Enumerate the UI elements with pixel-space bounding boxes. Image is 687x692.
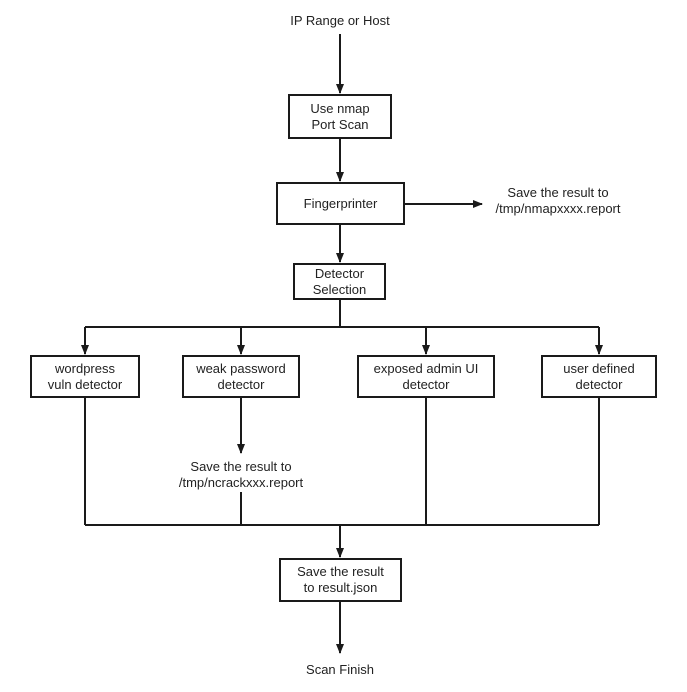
user-defined-detector-box: user defined detector	[541, 355, 657, 398]
nmap-port-scan-box: Use nmap Port Scan	[288, 94, 392, 139]
nmap-report-line-2: /tmp/nmapxxxx.report	[495, 201, 621, 216]
ncrack-report-line-1: Save the result to	[190, 459, 292, 474]
end-label: Scan Finish	[306, 662, 374, 677]
weak-password-line-1: weak password	[196, 360, 286, 376]
save-result-box: Save the result to result.json	[279, 558, 402, 602]
detector-selection-box: Detector Selection	[293, 263, 386, 300]
exposed-admin-detector-box: exposed admin UI detector	[357, 355, 495, 398]
user-defined-line-2: detector	[575, 376, 623, 392]
save-result-line-1: Save the result	[297, 564, 384, 579]
exposed-admin-line-1: exposed admin UI	[373, 360, 479, 376]
start-label: IP Range or Host	[290, 13, 390, 28]
wordpress-line-2: vuln detector	[47, 376, 123, 392]
nmap-line-1: Use nmap	[310, 100, 370, 116]
fingerprinter-label: Fingerprinter	[303, 195, 378, 211]
selection-line-2: Selection	[312, 281, 367, 297]
wordpress-detector-box: wordpress vuln detector	[30, 355, 140, 398]
weak-password-detector-box: weak password detector	[182, 355, 300, 398]
user-defined-line-1: user defined	[563, 360, 635, 376]
wordpress-line-1: wordpress	[55, 360, 115, 376]
fingerprinter-box: Fingerprinter	[276, 182, 405, 225]
nmap-line-2: Port Scan	[311, 116, 369, 132]
save-result-line-2: to result.json	[303, 580, 378, 595]
weak-password-line-2: detector	[217, 376, 265, 392]
nmap-report-label: Save the result to /tmp/nmapxxxx.report	[478, 185, 638, 217]
selection-line-1: Detector	[314, 265, 365, 281]
nmap-report-line-1: Save the result to	[507, 185, 609, 200]
ncrack-report-line-2: /tmp/ncrackxxx.report	[178, 475, 304, 490]
ncrack-report-label: Save the result to /tmp/ncrackxxx.report	[161, 459, 321, 491]
exposed-admin-line-2: detector	[402, 376, 450, 392]
